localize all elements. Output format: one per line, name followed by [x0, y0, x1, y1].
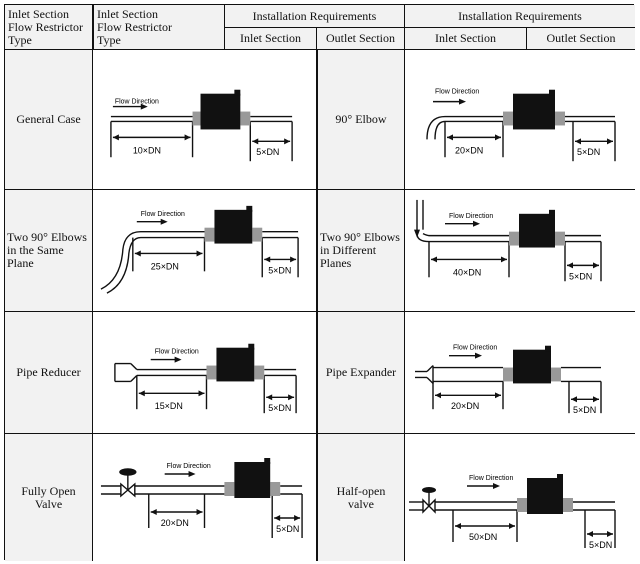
installation-table: Inlet Section Flow Restrictor Type Insta… [4, 4, 635, 561]
outlet-length: 5×DN [268, 403, 291, 413]
type-90-elbow: 90° Elbow [317, 50, 405, 190]
type-fully-open-valve: Fully Open Valve [5, 434, 93, 561]
diagram-two-elbows-different-planes: Flow Direction 40×DN 5×DN [405, 190, 635, 312]
inlet-length: 25×DN [151, 261, 179, 271]
flow-label: Flow Direction [453, 345, 497, 352]
flow-label: Flow Direction [167, 463, 211, 470]
type-two-elbows-different-planes: Two 90° Elbows in Different Planes [317, 190, 405, 312]
diagram-pipe-expander: Flow Direction 20×DN 5×DN [405, 312, 635, 434]
type-general-case: General Case [5, 50, 93, 190]
header-inlet-left: Inlet Section [225, 28, 317, 50]
flow-label: Flow Direction [435, 89, 479, 96]
inlet-length: 10×DN [133, 145, 161, 155]
header-outlet-left: Outlet Section [317, 28, 405, 50]
outlet-length: 5×DN [573, 405, 596, 415]
outlet-length: 5×DN [569, 271, 592, 281]
inlet-length: 20×DN [161, 518, 189, 528]
outlet-length: 5×DN [589, 540, 612, 550]
inlet-length: 40×DN [453, 267, 481, 277]
outlet-length: 5×DN [256, 147, 279, 157]
header-inlet-right: Inlet Section [405, 28, 527, 50]
inlet-length: 20×DN [455, 145, 483, 155]
diagram-pipe-reducer: Flow Direction 15×DN 5×DN [93, 312, 317, 434]
type-half-open-valve: Half-open valve [317, 434, 405, 561]
outlet-length: 5×DN [577, 147, 600, 157]
flow-label: Flow Direction [449, 213, 493, 220]
type-two-elbows-same-plane: Two 90° Elbows in the Same Plane [5, 190, 93, 312]
outlet-length: 5×DN [276, 524, 299, 534]
flow-label: Flow Direction [141, 211, 185, 218]
diagram-two-elbows-same-plane: Flow Direction 25×DN 5×DN [93, 190, 317, 312]
diagram-half-open-valve: Flow Direction 50×DN 5×DN [405, 434, 635, 561]
header-type-right: Inlet Section Flow Restrictor Type [93, 5, 225, 50]
outlet-length: 5×DN [268, 265, 291, 275]
inlet-length: 15×DN [155, 401, 183, 411]
header-installation-left: Installation Requirements [225, 5, 405, 28]
inlet-length: 50×DN [469, 532, 497, 542]
flow-label: Flow Direction [115, 99, 159, 106]
flow-label: Flow Direction [155, 349, 199, 356]
type-pipe-reducer: Pipe Reducer [5, 312, 93, 434]
header-installation-right: Installation Requirements [405, 5, 635, 28]
header-type-left: Inlet Section Flow Restrictor Type [5, 5, 93, 50]
diagram-general-case: Flow Direction 10×DN 5×DN [93, 50, 317, 190]
header-outlet-right: Outlet Section [527, 28, 635, 50]
flow-label: Flow Direction [469, 475, 513, 482]
inlet-length: 20×DN [451, 401, 479, 411]
type-pipe-expander: Pipe Expander [317, 312, 405, 434]
diagram-90-elbow: Flow Direction 20×DN 5×DN [405, 50, 635, 190]
diagram-fully-open-valve: Flow Direction 20×DN 5×DN [93, 434, 317, 561]
